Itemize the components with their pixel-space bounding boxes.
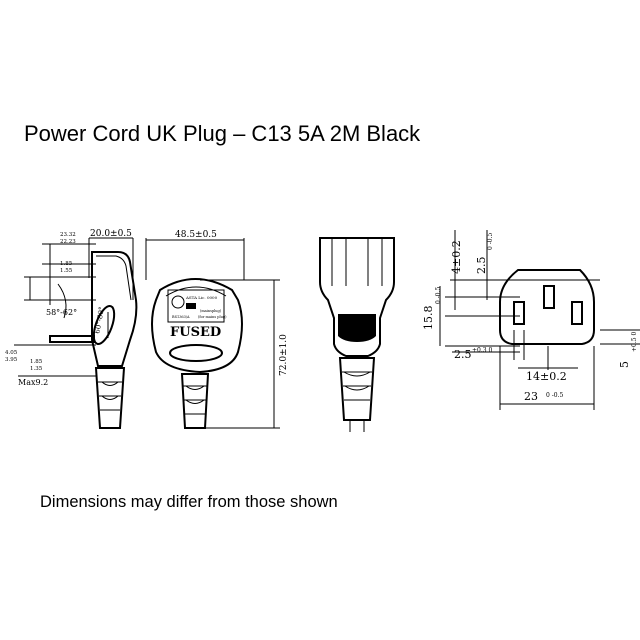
c13-dim-right-tol: +0.5 0 <box>631 332 638 352</box>
c13-dim-bottom-tol: 0 -0.5 <box>546 392 563 399</box>
cert-line3: (mainsplug) <box>200 309 222 313</box>
side-rot-label: 60°-80° <box>93 306 106 334</box>
c13-face-view: 4±0.2 2.5 0 -0.5 15.8 0 -0.5 5 +0.5 0 2.… <box>422 230 640 410</box>
side-dim-b-top: 1.85 <box>60 261 73 267</box>
c13-dim-pin: 2.5 <box>454 348 472 361</box>
disclaimer-note: Dimensions may differ from those shown <box>40 493 338 511</box>
side-view: 20.0±0.5 23.32 22.23 1.85 1.55 58°-62° 4… <box>5 229 138 429</box>
side-dim-d-bottom: 1.35 <box>30 366 43 372</box>
c13-dim-top2-tol: 0 -0.5 <box>487 233 494 250</box>
front-width: 48.5±0.5 <box>175 230 217 240</box>
side-dim-a-top: 23.32 <box>60 232 76 238</box>
c13-dim-mid: 14±0.2 <box>526 370 567 383</box>
side-max: Max9.2 <box>18 378 48 387</box>
side-dim-d-top: 1.85 <box>30 359 43 365</box>
cert-line4: (for mains plug) <box>198 315 227 319</box>
side-angle: 58°-62° <box>46 308 77 317</box>
front-height: 72.0±1.0 <box>279 334 289 376</box>
side-dim-b-bottom: 1.55 <box>60 268 73 274</box>
page-title: Power Cord UK Plug – C13 5A 2M Black <box>24 121 421 146</box>
c13-dim-left-tol: 0 -0.5 <box>435 287 442 304</box>
c13-dim-top1: 4±0.2 <box>450 240 463 274</box>
front-view: 48.5±0.5 72.0±1.0 ASTA Lic. 0000 BS1363/… <box>145 230 289 429</box>
connector-profile <box>319 237 395 432</box>
c13-dim-top2: 2.5 <box>475 257 488 275</box>
side-dim-c-top: 4.05 <box>5 350 18 356</box>
cert-line1: ASTA Lic. 0000 <box>185 295 218 300</box>
side-dim-a-bottom: 22.23 <box>60 239 76 245</box>
fused-label: FUSED <box>170 325 221 340</box>
side-dim-c-bottom: 3.95 <box>5 357 18 363</box>
c13-dim-right: 5 <box>618 361 631 368</box>
c13-dim-left: 15.8 <box>422 306 435 331</box>
c13-dim-bottom: 23 <box>524 390 538 403</box>
side-top-width: 20.0±0.5 <box>90 229 132 239</box>
c13-dim-pin-tol: +0.3 0 <box>472 347 492 354</box>
cert-line2: BS1363/A <box>172 315 190 319</box>
